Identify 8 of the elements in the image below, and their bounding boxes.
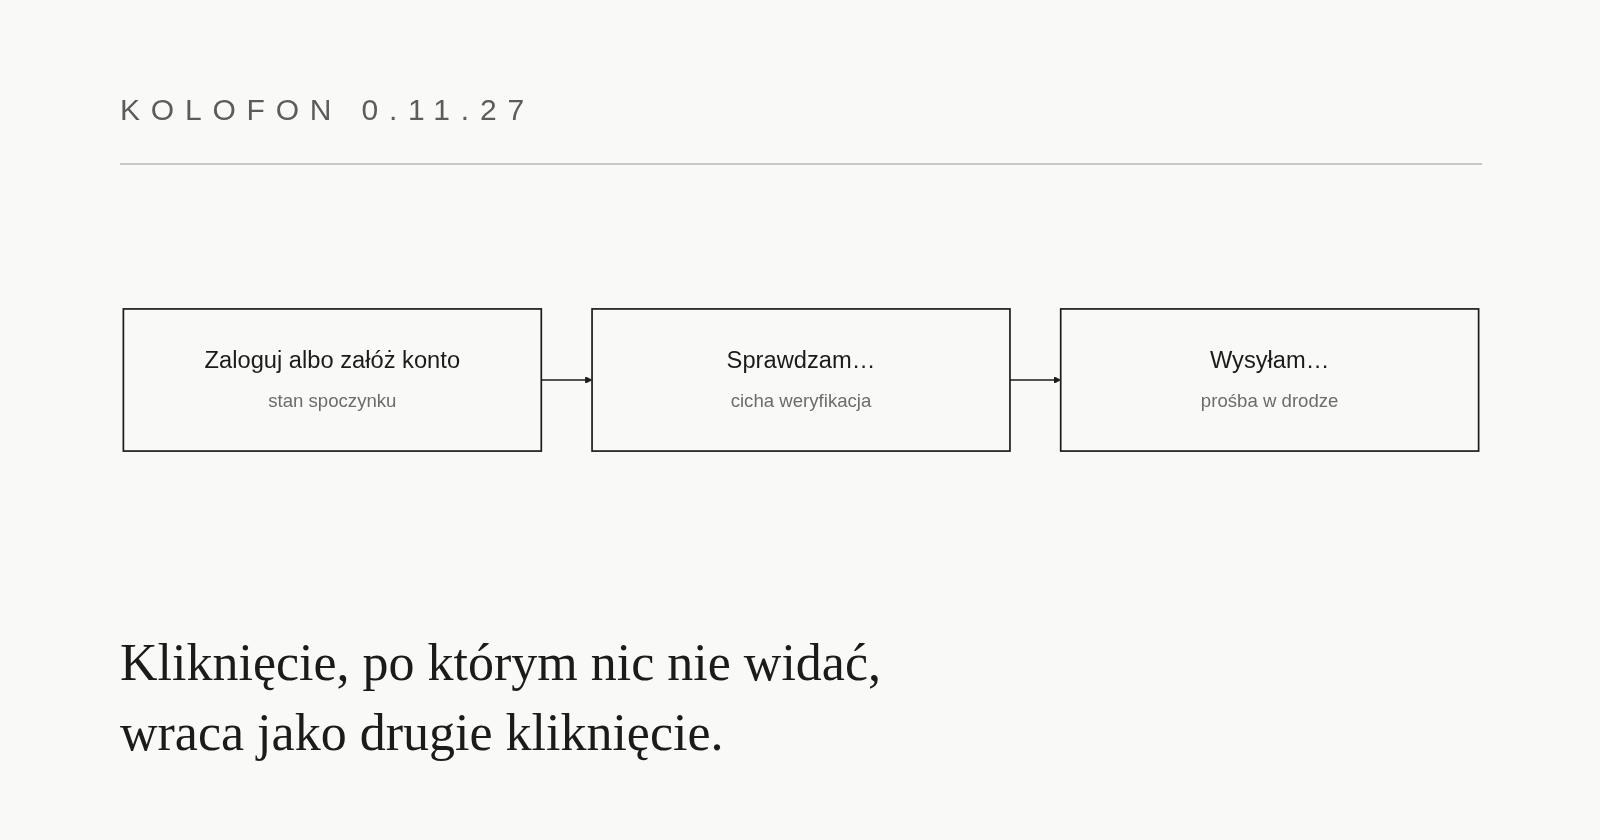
node-subtitle: prośba w drodze — [1200, 389, 1339, 414]
node-title: Sprawdzam… — [725, 346, 877, 376]
title: KOLOFON 0.11.27 — [120, 92, 535, 128]
node-subtitle: cicha weryfikacja — [730, 389, 872, 414]
node-title: Zaloguj albo załóż konto — [203, 346, 462, 376]
caption: Kliknięcie, po którym nic nie widać, wraca jako drugie kliknięcie. — [120, 633, 882, 763]
node-title: Wysyłam… — [1208, 346, 1331, 376]
node-subtitle: stan spoczynku — [268, 389, 397, 414]
